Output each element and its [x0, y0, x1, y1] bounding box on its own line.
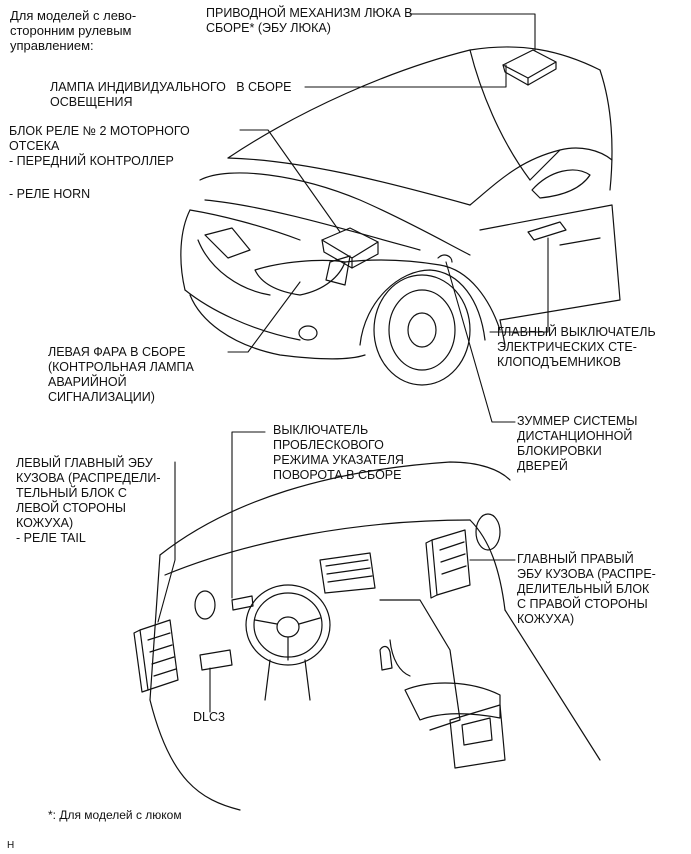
label-horn-relay: - РЕЛЕ HORN	[9, 187, 91, 201]
label-relay-block: БЛОК РЕЛЕ № 2 МОТОРНОГО ОТСЕКА - ПЕРЕДНИ…	[9, 124, 190, 168]
header-note: Для моделей с лево- сторонним рулевым уп…	[10, 8, 137, 53]
label-dlc3: DLC3	[193, 710, 225, 724]
label-door-buzzer: ЗУММЕР СИСТЕМЫ ДИСТАНЦИОННОЙ БЛОКИРОВКИ …	[517, 414, 638, 473]
leader-lines	[157, 13, 549, 713]
label-headlamp: ЛЕВАЯ ФАРА В СБОРЕ (КОНТРОЛЬНАЯ ЛАМПА АВ…	[48, 345, 194, 404]
interior-drawing	[133, 461, 601, 811]
label-left-body-ecu: ЛЕВЫЙ ГЛАВНЫЙ ЭБУ КУЗОВА (РАСПРЕДЕЛИ- ТЕ…	[16, 456, 161, 545]
label-hazard-switch: ВЫКЛЮЧАТЕЛЬ ПРОБЛЕСКОВОГО РЕЖИМА УКАЗАТЕ…	[273, 423, 404, 482]
corner-mark: H	[7, 840, 15, 851]
label-sunroof-ecu: ПРИВОДНОЙ МЕХАНИЗМ ЛЮКА В СБОРЕ* (ЭБУ ЛЮ…	[206, 6, 413, 35]
label-right-body-ecu: ГЛАВНЫЙ ПРАВЫЙ ЭБУ КУЗОВА (РАСПРЕ- ДЕЛИТ…	[517, 552, 656, 626]
label-window-switch: ГЛАВНЫЙ ВЫКЛЮЧАТЕЛЬ ЭЛЕКТРИЧЕСКИХ СТЕ- К…	[497, 325, 656, 369]
label-room-lamp: ЛАМПА ИНДИВИДУАЛЬНОГО В СБОРЕ ОСВЕЩЕНИЯ	[50, 80, 292, 109]
footnote: *: Для моделей с люком	[48, 808, 182, 822]
car-exterior-drawing	[180, 46, 621, 386]
